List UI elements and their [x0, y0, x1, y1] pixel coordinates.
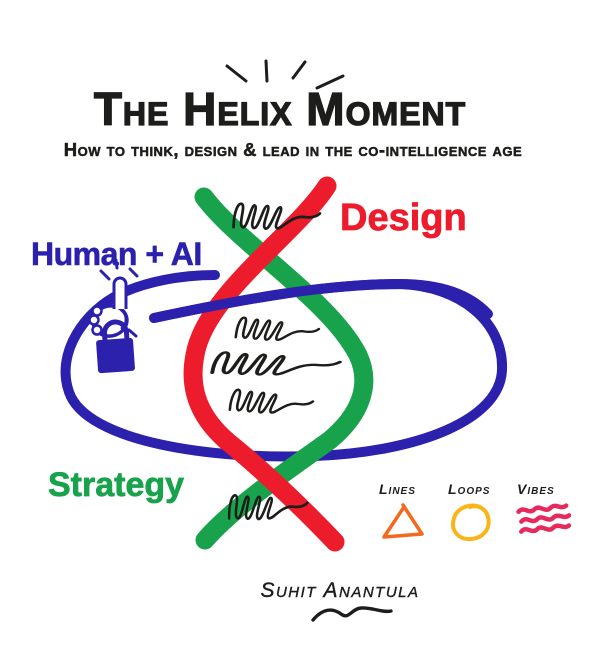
scribble-bubble-3 [227, 384, 315, 417]
burst-icon [225, 59, 345, 90]
page-title: The Helix Moment [93, 83, 467, 135]
loop-icon [451, 503, 491, 542]
scribble-bubble-2 [209, 344, 343, 380]
legend-label-vibes: Vibes [517, 481, 555, 497]
scribble-bubble-1 [233, 312, 321, 344]
signature-name: Suhit Anantula [260, 579, 420, 602]
label-design: Design [340, 197, 468, 239]
page-subtitle: How to think, design & lead in the co-in… [63, 139, 523, 161]
label-strategy: Strategy [48, 466, 185, 504]
loop-ellipse-top-arc [149, 278, 493, 323]
vibes-scribble-icon [518, 505, 570, 532]
label-human-ai: Human + AI [31, 236, 203, 272]
red-strand [183, 176, 345, 552]
padlock-icon [96, 319, 135, 374]
legend-label-loops: Loops [448, 481, 491, 497]
triangle-icon [382, 503, 424, 539]
pointing-hand-icon [88, 276, 129, 338]
legend-label-lines: Lines [379, 481, 416, 497]
signature-squiggle [311, 606, 393, 622]
